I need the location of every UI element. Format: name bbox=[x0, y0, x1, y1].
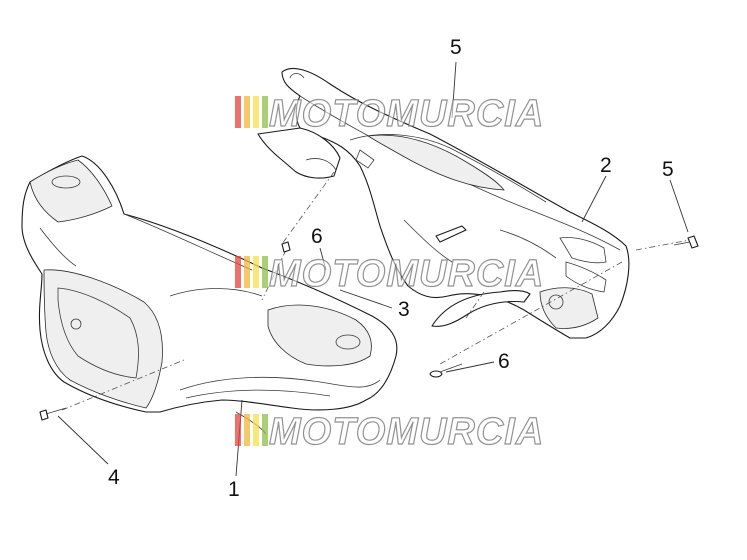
callout-labels: 5 2 5 6 3 6 4 1 bbox=[108, 36, 674, 501]
watermark-stripe bbox=[235, 414, 241, 446]
watermark-stripe bbox=[244, 96, 250, 128]
screw-part-6-lower bbox=[429, 363, 463, 378]
callout-1: 1 bbox=[228, 478, 240, 501]
screw-part-5 bbox=[673, 235, 699, 249]
callout-2: 2 bbox=[600, 154, 612, 177]
watermark-stripe bbox=[262, 414, 268, 446]
watermark-stripe bbox=[262, 256, 268, 288]
screw-part-6-upper bbox=[281, 241, 291, 253]
watermark-stripe bbox=[253, 96, 259, 128]
watermark-bottom: MOTOMURCIA bbox=[235, 410, 544, 454]
watermark-stripe bbox=[235, 256, 241, 288]
watermark-stripe bbox=[262, 96, 268, 128]
watermark-logo-text: MOTOMURCIA bbox=[269, 93, 544, 135]
callout-4: 4 bbox=[108, 466, 120, 489]
watermark-stripe bbox=[253, 414, 259, 446]
callout-5-top: 5 bbox=[450, 36, 462, 59]
callout-6-upper: 6 bbox=[311, 225, 323, 248]
assembly-lines bbox=[61, 171, 691, 411]
front-handlebar-cover bbox=[21, 155, 398, 435]
screw-part-4 bbox=[39, 407, 67, 421]
watermark-logo-text: MOTOMURCIA bbox=[269, 411, 544, 453]
watermark-logo-text: MOTOMURCIA bbox=[269, 253, 544, 295]
watermark-stripe bbox=[235, 96, 241, 128]
clip-bracket bbox=[257, 127, 531, 327]
callout-3: 3 bbox=[398, 298, 410, 321]
watermark-middle: MOTOMURCIA bbox=[235, 252, 544, 296]
watermark-stripe bbox=[244, 256, 250, 288]
callout-5-right: 5 bbox=[662, 158, 674, 181]
watermark-top: MOTOMURCIA bbox=[235, 92, 544, 136]
callout-6-lower: 6 bbox=[498, 350, 510, 373]
rear-handlebar-cover bbox=[281, 67, 630, 339]
watermark-stripe bbox=[244, 414, 250, 446]
watermark-stripe bbox=[253, 256, 259, 288]
